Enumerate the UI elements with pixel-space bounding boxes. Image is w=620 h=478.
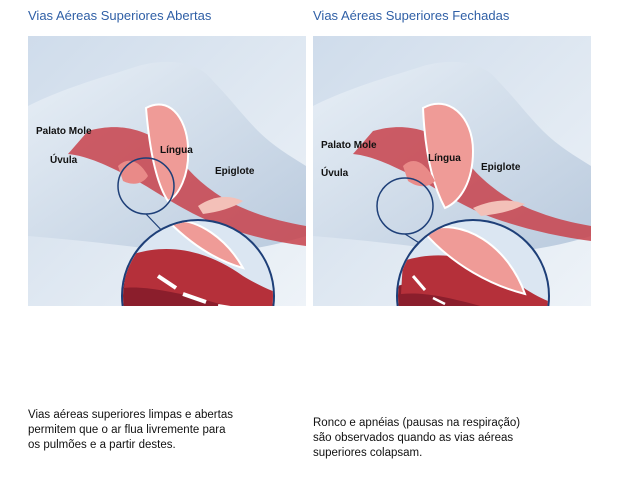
label-uvula-right: Úvula <box>321 168 348 179</box>
closed-airway-illustration <box>313 36 591 306</box>
left-caption-line: os pulmões e a partir destes. <box>28 438 233 453</box>
open-airway-illustration <box>28 36 306 306</box>
left-panel-title: Vias Aéreas Superiores Abertas <box>28 8 211 23</box>
left-caption-line: Vias aéreas superiores limpas e abertas <box>28 408 233 423</box>
label-lingua-right: Língua <box>428 153 461 164</box>
left-caption-line: permitem que o ar flua livremente para <box>28 423 233 438</box>
closed-airway-svg <box>313 36 591 306</box>
right-caption-line: são observados quando as vias aéreas <box>313 431 520 446</box>
right-caption-line: superiores colapsam. <box>313 446 520 461</box>
right-panel-title: Vias Aéreas Superiores Fechadas <box>313 8 509 23</box>
label-epiglote-left: Epiglote <box>215 166 254 177</box>
label-palato-mole-left: Palato Mole <box>36 126 92 137</box>
left-caption: Vias aéreas superiores limpas e abertas … <box>28 408 233 453</box>
label-uvula-left: Úvula <box>50 155 77 166</box>
open-airway-svg <box>28 36 306 306</box>
right-caption-line: Ronco e apnéias (pausas na respiração) <box>313 416 520 431</box>
right-caption: Ronco e apnéias (pausas na respiração) s… <box>313 416 520 461</box>
label-palato-mole-right: Palato Mole <box>321 140 377 151</box>
label-epiglote-right: Epiglote <box>481 162 520 173</box>
label-lingua-left: Língua <box>160 145 193 156</box>
